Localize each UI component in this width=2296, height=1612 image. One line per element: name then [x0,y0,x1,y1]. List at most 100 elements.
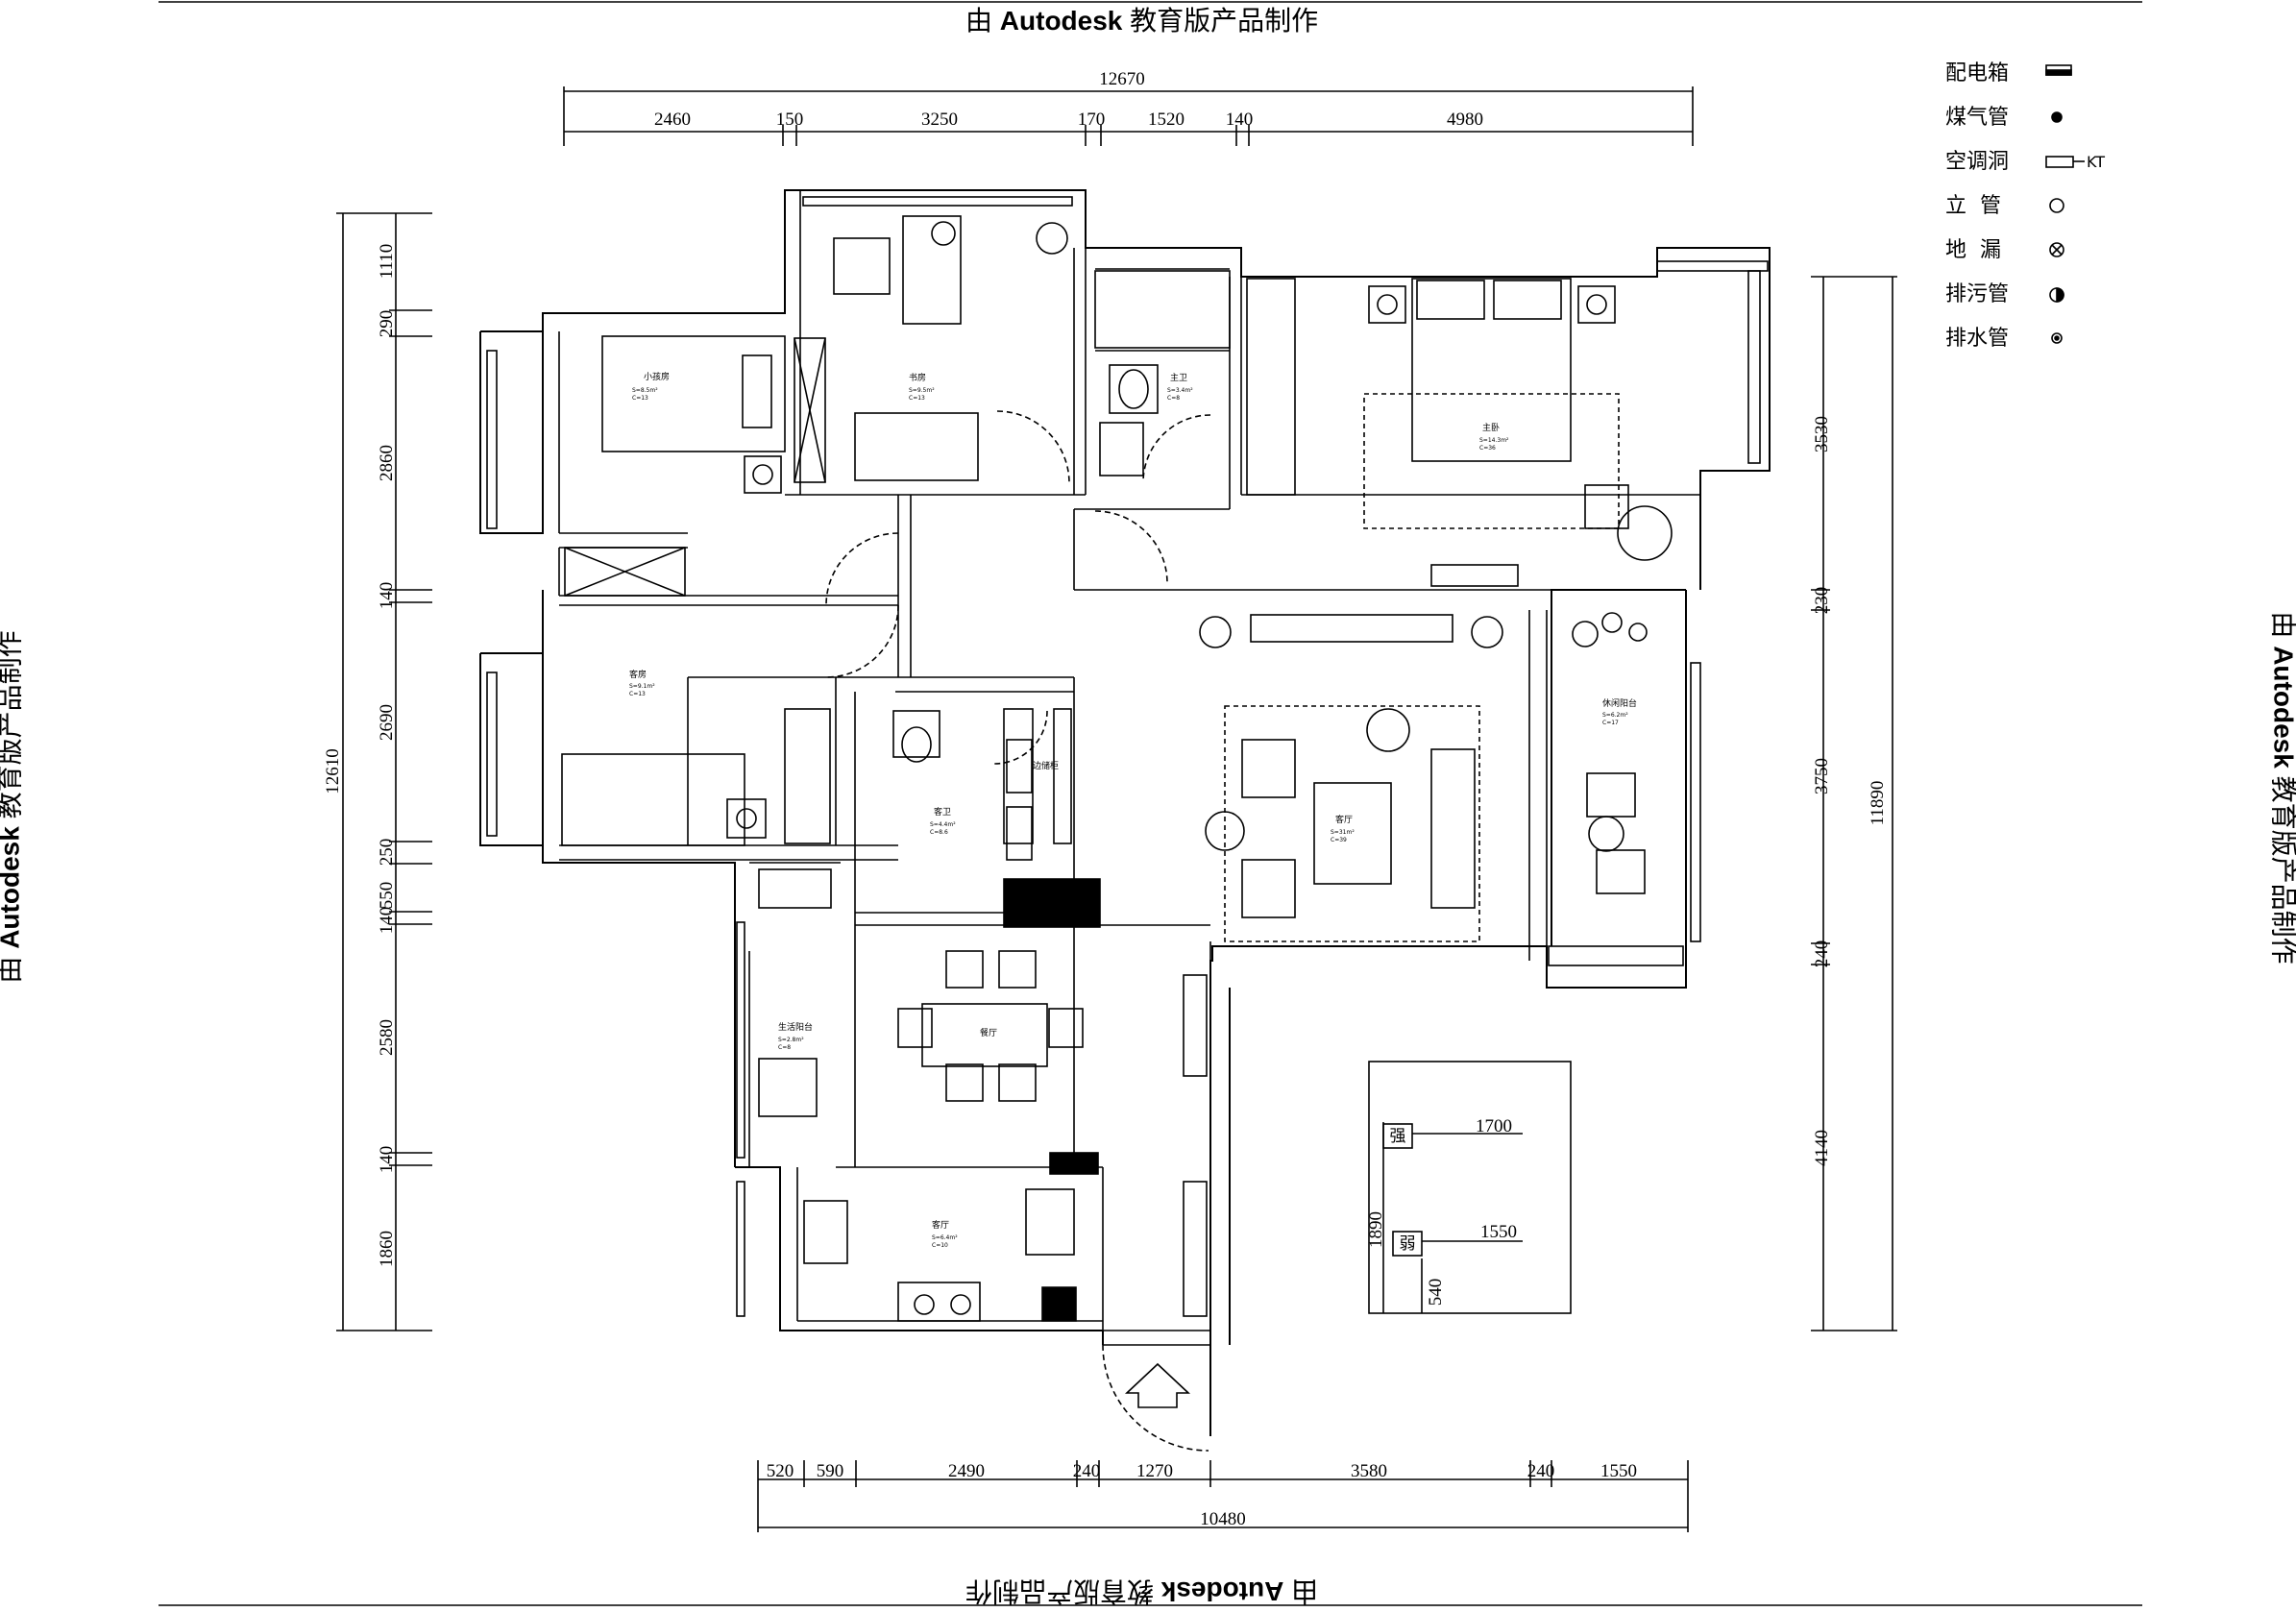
room-label: 边储柜 [1033,760,1059,771]
svg-text:C=36: C=36 [1479,445,1496,452]
svg-text:S=14.3m²: S=14.3m² [1479,437,1509,444]
dim-left-part: 2860 [377,445,397,481]
inset-width-2: 1550 [1480,1222,1517,1242]
distribution-box-icon [2045,64,2072,76]
riser-pipe-icon [2049,198,2064,213]
dim-left-total: 12610 [323,748,343,794]
svg-text:C=10: C=10 [932,1242,948,1249]
wardrobes [564,278,1684,1317]
dining-table [897,950,1084,1102]
bathroom-fixtures [758,270,1231,909]
watermark-prefix: 由 [965,6,993,36]
dim-left-part: 2690 [377,704,397,741]
legend-sewage-pipe: 排污管 [1945,282,2010,306]
svg-text:生活阳台: 生活阳台 [778,1021,813,1033]
dim-right-part: 4140 [1812,1130,1832,1166]
svg-text:S=2.8m²: S=2.8m² [778,1037,804,1043]
dim-left-part: 140 [377,582,397,610]
dim-bottom-part: 240 [1527,1461,1555,1481]
svg-text:C=13: C=13 [629,691,646,697]
balcony-furniture [1572,612,1648,894]
dim-bottom-part: 590 [817,1461,844,1481]
dim-top-part: 170 [1078,110,1106,130]
inset-weak-label: 弱 [1400,1234,1416,1254]
room-label: 餐厅 [980,1027,997,1038]
dim-left-part: 290 [377,310,397,338]
inset-height: 1890 [1366,1211,1386,1248]
weak-strong-inset [1368,1061,1572,1314]
dim-bottom-part: 2490 [948,1461,985,1481]
dim-top-part: 2460 [654,110,691,130]
shaft-block [1003,878,1101,928]
legend-ac-hole: 空调洞 [1945,150,2010,174]
svg-text:边储柜: 边储柜 [1033,760,1059,771]
svg-text:S=8.5m²: S=8.5m² [632,387,658,394]
dim-bottom-total: 10480 [1200,1509,1246,1529]
shaft-block [1049,1152,1099,1175]
watermark-brand: Autodesk [999,6,1123,36]
dim-left-part: 1110 [377,244,397,280]
dim-top-part: 1520 [1148,110,1185,130]
dimension-top [563,86,1694,146]
svg-text:C=8.6: C=8.6 [930,829,948,836]
dimension-right [1811,276,1897,1331]
svg-text:书房: 书房 [909,372,926,383]
exterior-walls [479,189,1771,1436]
svg-text:主卧: 主卧 [1482,422,1500,433]
ac-hole-icon [2045,156,2085,168]
interior-walls [558,190,1700,1436]
beds [561,278,1572,846]
dim-top-total: 12670 [1099,69,1145,89]
svg-text:S=6.2m²: S=6.2m² [1602,712,1628,719]
svg-text:C=39: C=39 [1331,837,1347,843]
dim-right-total: 11890 [1868,781,1888,826]
entrance-arrow-icon [1124,1362,1191,1408]
svg-text:C=13: C=13 [632,395,648,402]
svg-text:S=3.4m²: S=3.4m² [1167,387,1193,394]
svg-text:S=31m²: S=31m² [1331,829,1355,836]
ac-hole-tag: KT [2087,153,2105,171]
dim-right-part: 3530 [1812,416,1832,452]
dim-top-part: 4980 [1447,110,1483,130]
svg-text:餐厅: 餐厅 [980,1027,997,1038]
dim-left-part: 2580 [377,1019,397,1056]
drain-pipe-icon [2051,332,2063,344]
svg-text:S=9.5m²: S=9.5m² [909,387,935,394]
svg-text:S=6.4m²: S=6.4m² [932,1234,958,1241]
svg-text:主卫: 主卫 [1170,372,1187,383]
svg-text:C=13: C=13 [909,395,925,402]
dim-top-part: 140 [1226,110,1254,130]
svg-text:S=4.4m²: S=4.4m² [930,821,956,828]
svg-text:C=17: C=17 [1602,720,1619,726]
svg-text:S=9.1m²: S=9.1m² [629,683,655,690]
legend-gas-pipe: 煤气管 [1945,106,2010,130]
dim-left-part: 140 [377,1146,397,1174]
svg-text:KT: KT [2087,153,2105,171]
svg-text:客厅: 客厅 [932,1219,949,1231]
dim-left-part: 250 [377,839,397,867]
dimension-left [336,212,432,1331]
door-swings [825,410,1211,1452]
dim-top-part: 3250 [921,110,958,130]
dim-bottom-part: 1550 [1600,1461,1637,1481]
legend-distribution-box: 配电箱 [1945,61,2010,85]
legend-drain-pipe: 排水管 [1945,327,2010,351]
dim-top-part: 150 [776,110,804,130]
legend-floor-drain: 地 漏 [1945,238,2001,262]
living-room-furniture [1199,616,1503,942]
svg-text:客卫: 客卫 [934,806,951,818]
study-furniture [833,215,1068,481]
dim-bottom-part: 1270 [1136,1461,1173,1481]
svg-text:小孩房: 小孩房 [644,371,670,382]
svg-text:客房: 客房 [629,669,647,680]
watermark-suffix: 教育版产品制作 [1130,6,1319,36]
